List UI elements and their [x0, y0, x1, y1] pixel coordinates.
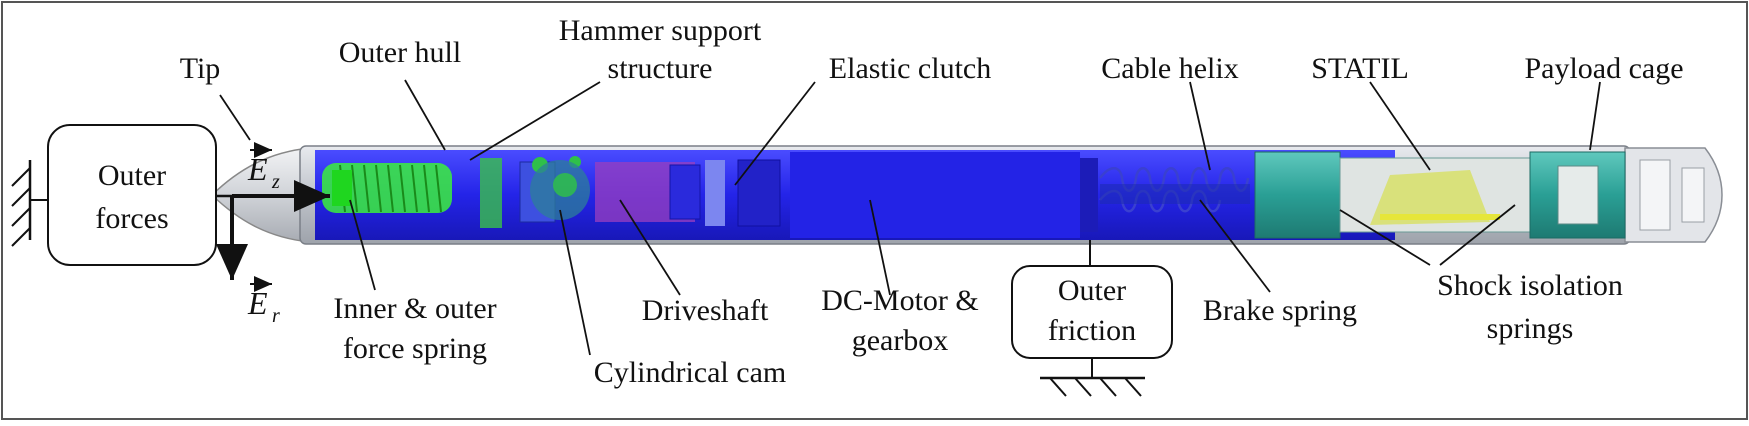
label-shock-2: springs [1487, 312, 1574, 345]
outer-forces-label-1: Outer [98, 159, 166, 192]
label-inner-outer-1: Inner & outer [333, 292, 496, 325]
label-inner-outer-2: force spring [343, 332, 487, 365]
outer-forces-label-2: forces [95, 202, 168, 235]
label-hammer-support-2: structure [608, 52, 713, 85]
clutch-flange [669, 164, 701, 220]
er-symbol: E [247, 285, 268, 321]
tip-hammer-green [332, 170, 352, 206]
label-elastic-clutch: Elastic clutch [829, 52, 991, 85]
label-cylindrical-cam: Cylindrical cam [594, 356, 786, 389]
outer-friction-label-1: Outer [1058, 274, 1126, 307]
mole-body [210, 145, 1723, 245]
outer-friction-label-2: friction [1048, 314, 1136, 347]
er-subscript: r [272, 305, 280, 327]
label-brake-spring: Brake spring [1203, 294, 1357, 327]
clutch-housing [737, 159, 781, 227]
motor-flange [1080, 158, 1098, 232]
label-outer-hull: Outer hull [339, 36, 461, 69]
label-hammer-support-1: Hammer support [559, 14, 762, 47]
payload-cage [1557, 165, 1599, 225]
outer-forces-box [47, 124, 217, 266]
elastic-clutch [705, 160, 725, 226]
shock-spring-left [1254, 151, 1341, 239]
cam-lobe [553, 173, 577, 197]
coordinate-axes: E z E r [216, 142, 330, 327]
label-dc-motor-1: DC-Motor & [821, 284, 979, 317]
brake-spring [1100, 184, 1250, 204]
ground-hatch [1049, 377, 1142, 397]
ez-subscript: z [271, 171, 280, 193]
force-spring [322, 163, 452, 213]
label-statil: STATIL [1311, 52, 1409, 85]
label-payload-cage: Payload cage [1524, 52, 1683, 85]
wall-hatch [11, 167, 31, 247]
label-shock-1: Shock isolation [1437, 269, 1623, 302]
label-cable-helix: Cable helix [1101, 52, 1238, 85]
dc-motor [790, 152, 1080, 238]
ez-symbol: E [247, 151, 268, 187]
hammer-support-block [480, 158, 502, 228]
outer-friction-group: Outer friction [1011, 240, 1173, 397]
leader-lines [219, 79, 1601, 356]
back-cap-detail [1639, 159, 1671, 231]
back-cap-detail-2 [1681, 167, 1705, 223]
statil-strip [1380, 214, 1500, 220]
label-driveshaft: Driveshaft [642, 294, 769, 327]
statil-sensor [1370, 170, 1490, 225]
label-dc-motor-2: gearbox [852, 324, 949, 357]
label-tip: Tip [180, 52, 221, 85]
